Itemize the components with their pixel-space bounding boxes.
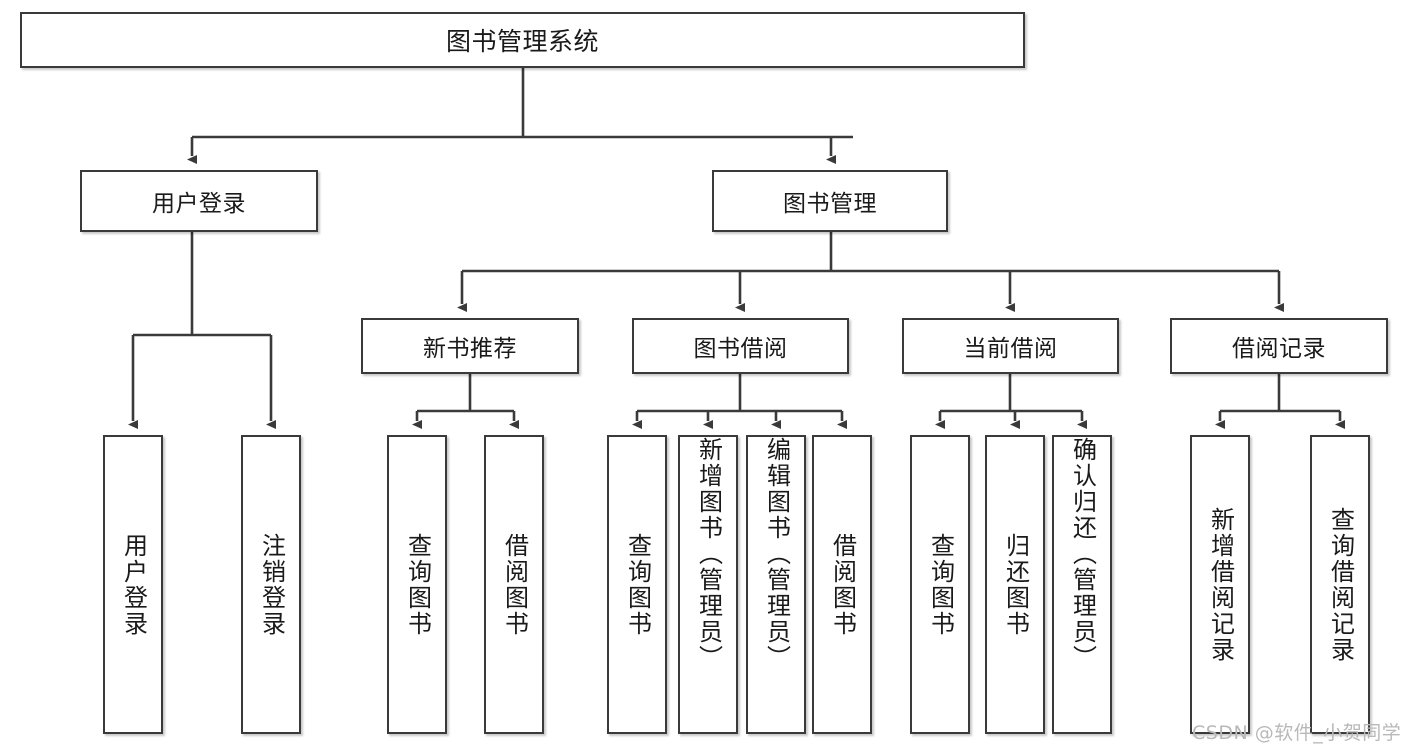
node-book-management[interactable]: 图书管理 — [712, 170, 948, 232]
leaf-edit-book-admin-label: 编辑图书（管理员） — [762, 437, 791, 671]
node-borrow-records[interactable]: 借阅记录 — [1170, 318, 1388, 374]
leaf-confirm-return-admin[interactable]: 确认归还（管理员） — [1052, 435, 1112, 734]
leaf-borrow-book[interactable]: 借阅图书 — [812, 435, 872, 734]
node-book-borrow-label: 图书借阅 — [693, 336, 788, 362]
leaf-logout-label: 注销登录 — [257, 532, 286, 637]
leaf-user-login[interactable]: 用户登录 — [103, 435, 163, 734]
node-borrow-records-label: 借阅记录 — [1232, 336, 1326, 362]
leaf-return-book-label: 归还图书 — [1001, 532, 1030, 637]
leaf-user-login-label: 用户登录 — [119, 532, 148, 637]
node-root[interactable]: 图书管理系统 — [20, 12, 1025, 68]
leaf-query-borrow-record-label: 查询借阅记录 — [1326, 506, 1355, 663]
node-book-management-label: 图书管理 — [783, 191, 877, 217]
leaf-borrow-book-recommend[interactable]: 借阅图书 — [484, 435, 544, 734]
node-new-book-recommend[interactable]: 新书推荐 — [361, 318, 579, 374]
node-user-login-label: 用户登录 — [152, 191, 246, 217]
leaf-add-book-admin[interactable]: 新增图书（管理员） — [678, 435, 738, 734]
leaf-confirm-return-admin-label: 确认归还（管理员） — [1068, 437, 1097, 671]
leaf-query-book-recommend[interactable]: 查询图书 — [387, 435, 447, 734]
leaf-query-book-borrow-label: 查询图书 — [623, 532, 652, 637]
leaf-query-book-current-label: 查询图书 — [926, 532, 955, 637]
leaf-query-book-current[interactable]: 查询图书 — [910, 435, 970, 734]
leaf-add-borrow-record[interactable]: 新增借阅记录 — [1190, 435, 1250, 734]
leaf-add-borrow-record-label: 新增借阅记录 — [1206, 506, 1235, 663]
node-current-borrow[interactable]: 当前借阅 — [902, 318, 1119, 374]
watermark-csdn: CSDN @软件_小贺同学 — [1192, 722, 1402, 744]
leaf-borrow-book-label: 借阅图书 — [828, 532, 857, 637]
leaf-borrow-book-recommend-label: 借阅图书 — [500, 532, 529, 637]
node-current-borrow-label: 当前借阅 — [963, 336, 1058, 362]
leaf-query-borrow-record[interactable]: 查询借阅记录 — [1310, 435, 1370, 734]
node-book-borrow[interactable]: 图书借阅 — [632, 318, 849, 374]
leaf-return-book[interactable]: 归还图书 — [985, 435, 1045, 734]
leaf-logout[interactable]: 注销登录 — [241, 435, 301, 734]
leaf-query-book-recommend-label: 查询图书 — [403, 532, 432, 637]
leaf-add-book-admin-label: 新增图书（管理员） — [694, 437, 723, 671]
leaf-query-book-borrow[interactable]: 查询图书 — [607, 435, 667, 734]
node-new-book-recommend-label: 新书推荐 — [423, 336, 517, 362]
node-root-label: 图书管理系统 — [445, 27, 599, 56]
leaf-edit-book-admin[interactable]: 编辑图书（管理员） — [746, 435, 806, 734]
node-user-login[interactable]: 用户登录 — [80, 170, 318, 232]
